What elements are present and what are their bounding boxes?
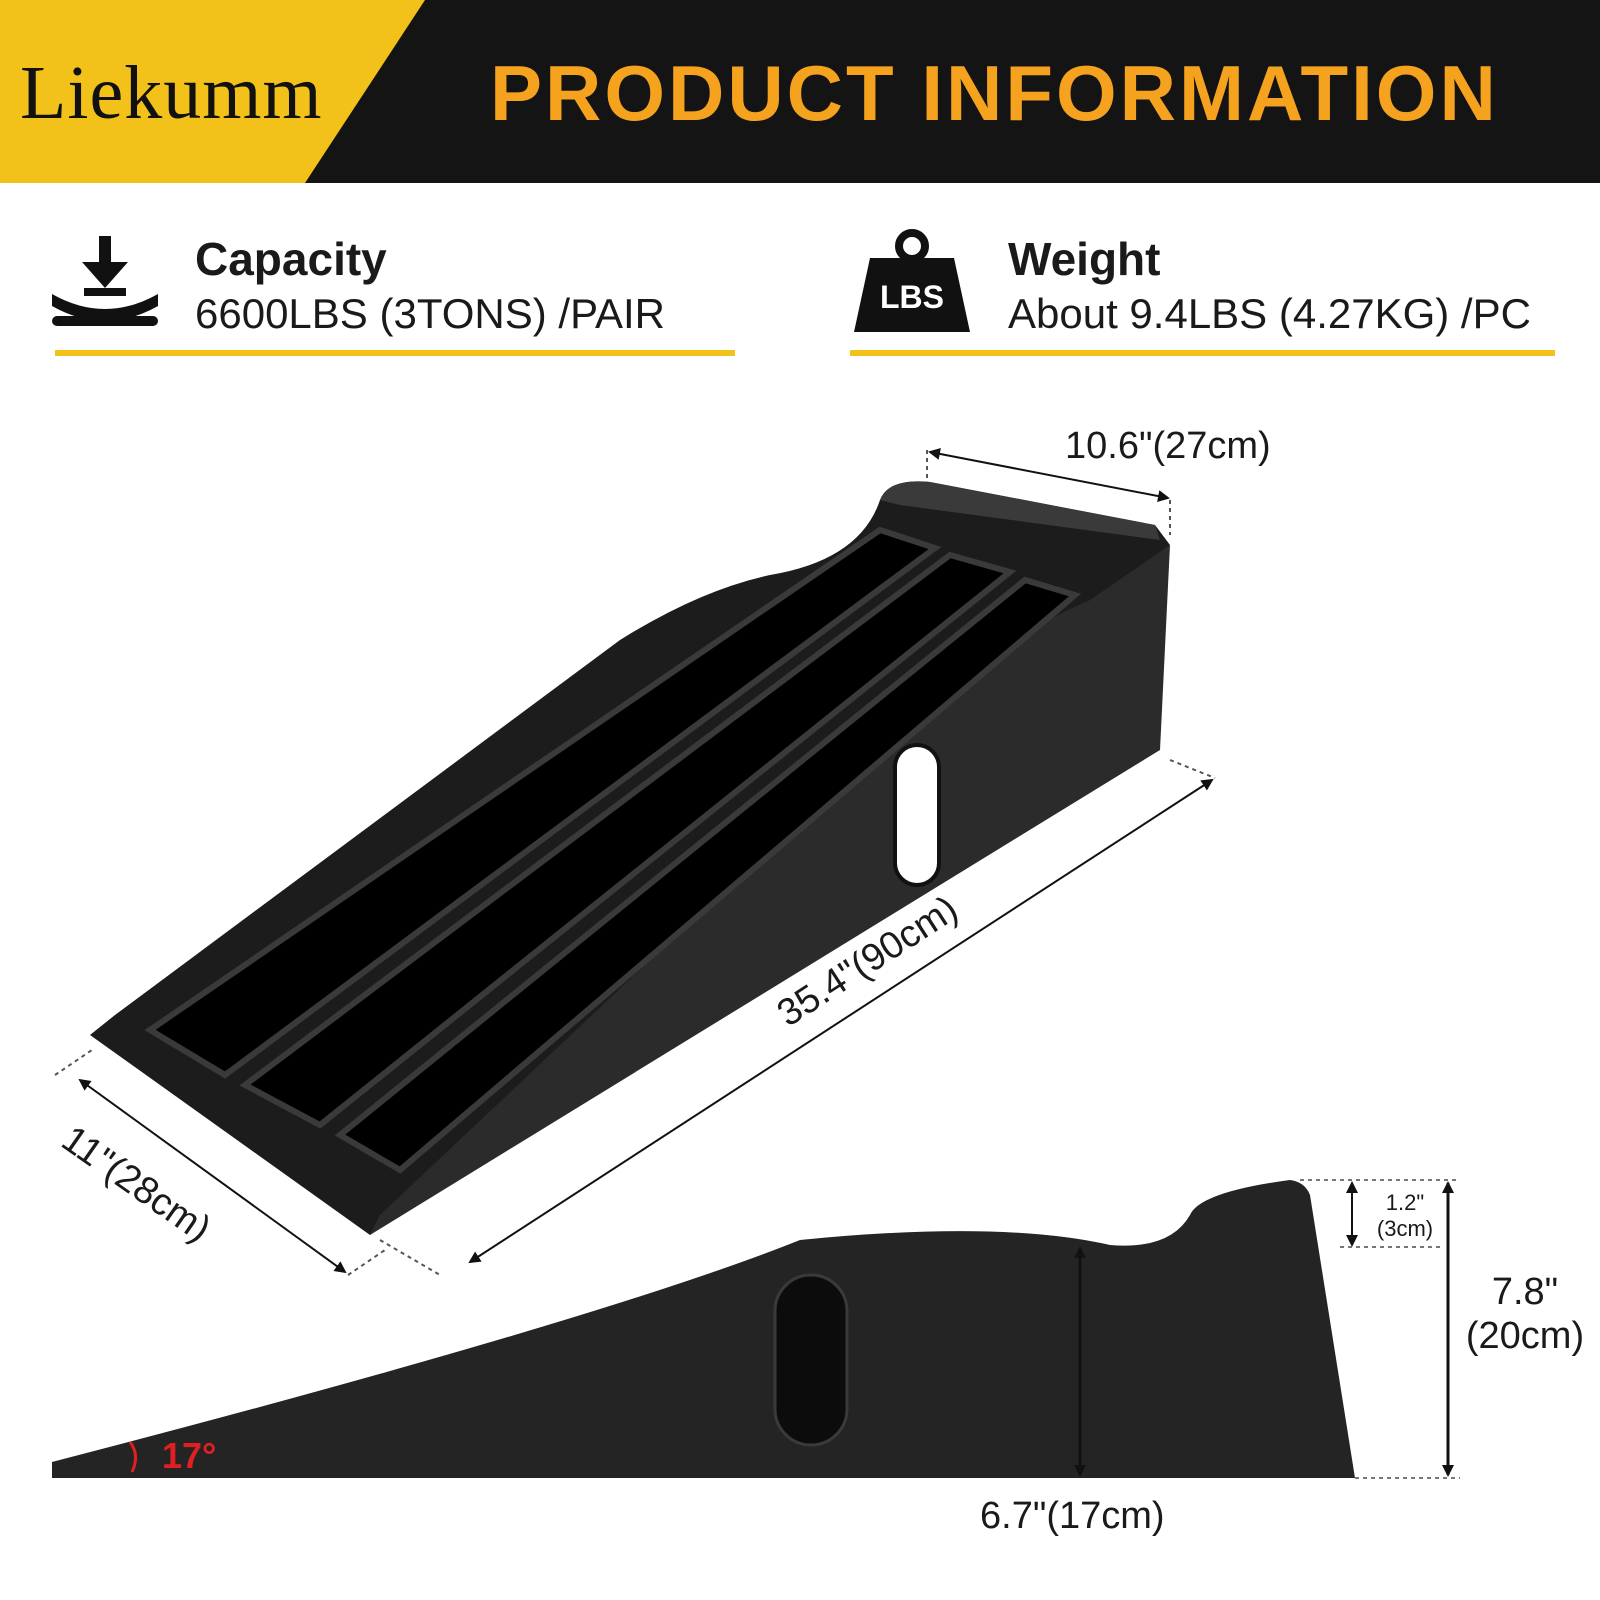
platform-height-label: 6.7"(17cm): [980, 1495, 1165, 1537]
weight-capacity-icon: [52, 236, 158, 326]
weight-label: Weight: [1008, 233, 1161, 285]
ramp-side-profile: [52, 1180, 1355, 1478]
lbs-weight-icon: LBS: [854, 229, 970, 332]
top-width-arrow: [928, 448, 1170, 502]
capacity-underline: [55, 350, 735, 356]
page-title: PRODUCT INFORMATION: [490, 49, 1499, 137]
bottom-width-arrow: [78, 1078, 347, 1274]
total-height-label: 7.8" (20cm): [1465, 1271, 1585, 1357]
capacity-label: Capacity: [195, 233, 387, 285]
lip-height-label: 1.2" (3cm): [1376, 1190, 1434, 1241]
header-bar: Liekumm PRODUCT INFORMATION: [0, 0, 1600, 183]
angle-arc: [128, 1441, 137, 1473]
profile-hole: [773, 1273, 849, 1447]
weight-value: About 9.4LBS (4.27KG) /PC: [1008, 290, 1531, 337]
top-width-label: 10.6"(27cm): [1065, 425, 1271, 467]
ramp-side-hole: [893, 743, 941, 887]
svg-text:LBS: LBS: [880, 279, 944, 315]
brand-logo: Liekumm: [20, 51, 323, 135]
angle-label: 17°: [162, 1435, 217, 1476]
capacity-value: 6600LBS (3TONS) /PAIR: [195, 290, 665, 337]
length-arrow: [468, 778, 1214, 1264]
weight-underline: [850, 350, 1555, 356]
brand-banner: [0, 0, 425, 183]
